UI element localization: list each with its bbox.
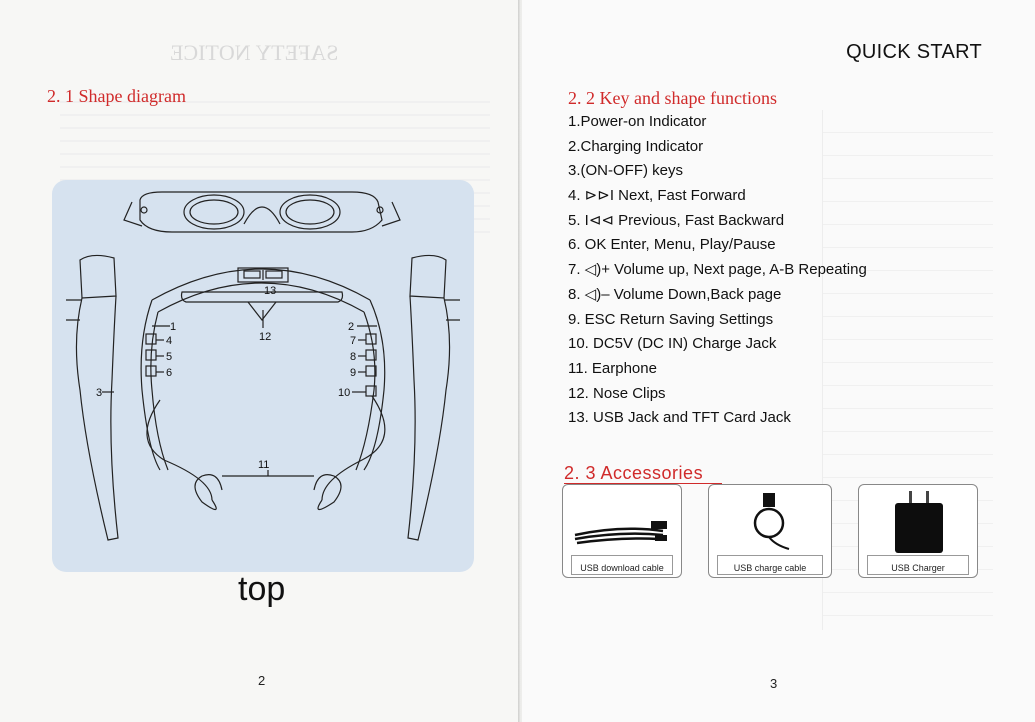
callout-10: 10	[338, 387, 350, 399]
function-item: 2.Charging Indicator	[568, 137, 704, 155]
shape-diagram: 1 2 3 4 5 6 7 8 9 10 11 12 13	[66, 191, 460, 541]
usb-download-cable-image	[574, 521, 667, 545]
section-title-key-functions: 2. 2 Key and shape functions	[568, 88, 777, 108]
function-item: 8. ◁)– Volume Down,Back page	[568, 285, 782, 303]
accessory-label-frame	[717, 555, 823, 575]
function-item: 13. USB Jack and TFT Card Jack	[568, 409, 791, 427]
usb-charger-image	[895, 491, 943, 553]
section-title-shape-diagram: 2. 1 Shape diagram	[47, 86, 186, 106]
function-item: 6. OK Enter, Menu, Play/Pause	[568, 236, 776, 254]
function-item: 10. DC5V (DC IN) Charge Jack	[568, 335, 777, 353]
accessory-usb-download-cable: USB download cable	[562, 484, 682, 578]
function-item: 5. I⊲⊲ Previous, Fast Backward	[568, 211, 785, 229]
callout-12: 12	[259, 331, 271, 343]
callout-1: 1	[170, 321, 176, 333]
page-number-left: 2	[258, 673, 266, 688]
function-item: 12. Nose Clips	[568, 384, 666, 402]
accessory-usb-charge-cable: USB charge cable	[708, 484, 832, 578]
accessory-label-frame	[571, 555, 673, 575]
accessory-usb-charger: USB Charger	[858, 484, 978, 578]
section-title-accessories: 2. 3 Accessories	[564, 463, 704, 483]
function-item: 4. ⊳⊳I Next, Fast Forward	[568, 187, 746, 205]
callout-5: 5	[166, 351, 172, 363]
accessories-underline	[564, 483, 722, 484]
callout-2: 2	[348, 321, 354, 333]
page-number-right: 3	[770, 676, 778, 691]
callout-4: 4	[166, 335, 172, 347]
callout-9: 9	[350, 367, 356, 379]
callout-3: 3	[96, 387, 102, 399]
function-item: 7. ◁)+ Volume up, Next page, A-B Repeati…	[568, 261, 867, 279]
function-item: 11. Earphone	[568, 359, 657, 377]
callout-8: 8	[350, 351, 356, 363]
shape-diagram-panel	[52, 180, 474, 572]
callout-13: 13	[264, 285, 276, 297]
left-page: SAFETY NOTICE 2. 1 Shape diagram	[0, 0, 520, 722]
function-item: 1.Power-on Indicator	[568, 113, 707, 130]
accessory-label: USB Charger	[891, 563, 945, 573]
page-header: QUICK START	[846, 41, 982, 63]
diagram-caption: top	[238, 570, 286, 608]
callout-6: 6	[166, 367, 172, 379]
book-gutter	[518, 0, 524, 722]
bleed-through-text: SAFETY NOTICE	[170, 40, 339, 65]
callout-7: 7	[350, 335, 356, 347]
usb-charge-cable-image	[753, 493, 790, 550]
function-item: 9. ESC Return Saving Settings	[568, 310, 774, 328]
key-function-list: 1.Power-on Indicator 2.Charging Indicato…	[568, 110, 867, 431]
accessory-label: USB download cable	[580, 563, 664, 573]
callout-11: 11	[258, 459, 269, 471]
right-page: QUICK START 2. 2 Key and shape functions…	[522, 0, 1035, 722]
accessory-label-frame	[867, 555, 969, 575]
function-item: 3.(ON-OFF) keys	[568, 162, 683, 180]
accessory-label: USB charge cable	[733, 563, 807, 573]
